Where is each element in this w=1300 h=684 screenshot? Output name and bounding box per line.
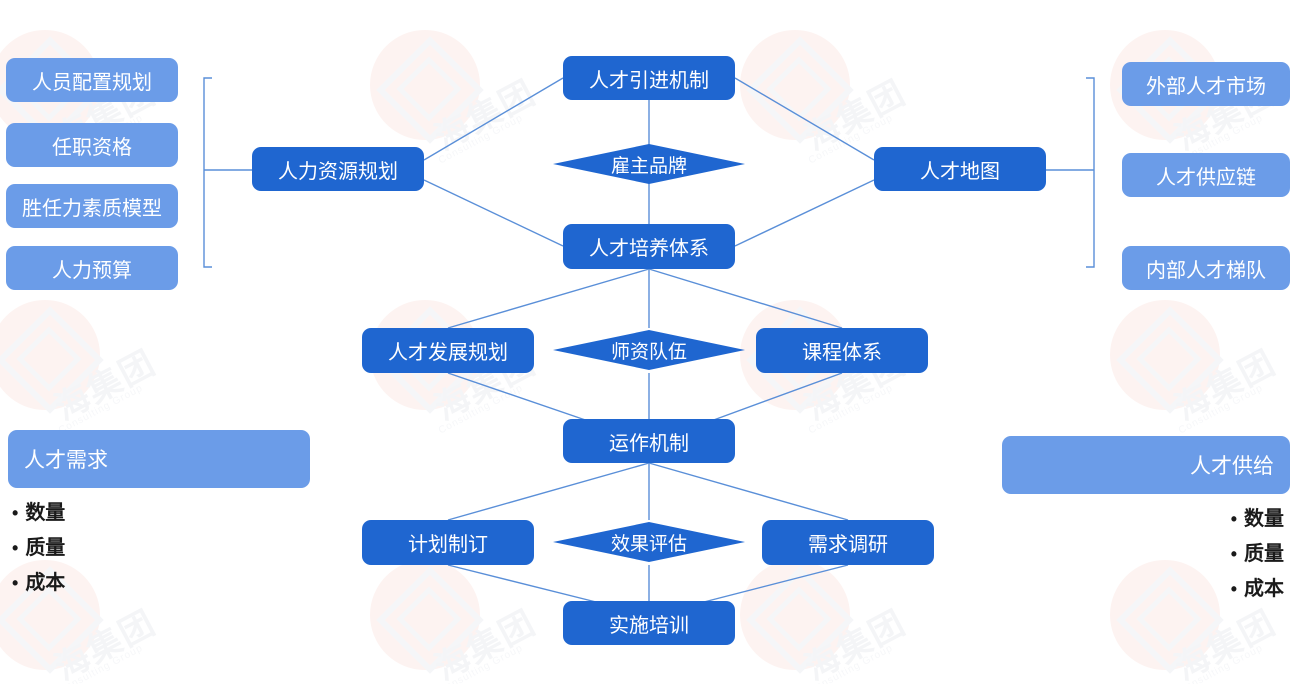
- edge-operation-plandraft: [447, 462, 650, 521]
- left-bracket-icon: [203, 77, 212, 268]
- left-item-0-label: 人员配置规划: [32, 71, 152, 94]
- talent-supply-title: 人才供给: [1002, 436, 1290, 494]
- node-implement-training-label: 实施培训: [609, 614, 689, 637]
- edge-operation-needsresearch: [648, 462, 849, 521]
- talent-demand-list: 数量 质量 成本: [8, 496, 310, 601]
- edge-needsresearch-implement: [699, 564, 849, 604]
- node-talent-cultivation[interactable]: 人才培养体系: [563, 224, 735, 269]
- node-needs-research-label: 需求调研: [808, 534, 888, 556]
- node-effect-evaluation[interactable]: 效果评估: [553, 522, 745, 562]
- node-curriculum-system[interactable]: 课程体系: [756, 328, 928, 373]
- talent-demand-title: 人才需求: [8, 430, 310, 488]
- left-item-1[interactable]: 任职资格: [6, 123, 178, 167]
- right-item-0-label: 外部人才市场: [1146, 75, 1266, 98]
- list-item: 成本: [8, 566, 310, 601]
- node-operating-mechanism-label: 运作机制: [609, 432, 689, 455]
- node-hr-planning[interactable]: 人力资源规划: [252, 147, 424, 191]
- talent-supply-panel: 人才供给 数量 质量 成本: [1002, 436, 1290, 607]
- right-bracket-icon: [1086, 77, 1095, 268]
- node-talent-map[interactable]: 人才地图: [874, 147, 1046, 191]
- node-faculty-team-label: 师资队伍: [610, 341, 687, 363]
- right-item-2[interactable]: 内部人才梯队: [1122, 246, 1290, 290]
- node-plan-drafting-label: 计划制订: [408, 534, 488, 556]
- right-item-2-label: 内部人才梯队: [1146, 259, 1266, 282]
- list-item: 数量: [1002, 502, 1290, 537]
- edge-plandraft-implement: [447, 564, 601, 604]
- left-item-0[interactable]: 人员配置规划: [6, 58, 178, 102]
- edge-cultivation-devplan: [447, 268, 650, 329]
- node-talent-introduction[interactable]: 人才引进机制: [563, 56, 735, 100]
- talent-supply-list: 数量 质量 成本: [1002, 502, 1290, 607]
- node-needs-research[interactable]: 需求调研: [762, 520, 934, 565]
- talent-demand-title-label: 人才需求: [24, 449, 108, 472]
- edge-hrplan-cultivation: [423, 179, 564, 247]
- right-item-0[interactable]: 外部人才市场: [1122, 62, 1290, 106]
- node-talent-map-label: 人才地图: [920, 160, 1000, 183]
- left-item-3[interactable]: 人力预算: [6, 246, 178, 290]
- edge-curriculum-operation: [699, 372, 843, 426]
- talent-demand-panel: 人才需求 数量 质量 成本: [8, 430, 310, 601]
- node-faculty-team[interactable]: 师资队伍: [553, 330, 745, 370]
- left-item-2[interactable]: 胜任力素质模型: [6, 184, 178, 228]
- list-item: 质量: [8, 531, 310, 566]
- node-employer-brand-label: 雇主品牌: [610, 155, 687, 177]
- edge-hrplan-intro: [423, 77, 564, 161]
- talent-supply-title-label: 人才供给: [1190, 455, 1274, 478]
- node-employer-brand[interactable]: 雇主品牌: [553, 144, 745, 184]
- left-item-2-label: 胜任力素质模型: [22, 197, 162, 220]
- left-item-1-label: 任职资格: [52, 136, 132, 159]
- node-plan-drafting[interactable]: 计划制订: [362, 520, 534, 565]
- node-curriculum-system-label: 课程体系: [802, 342, 882, 364]
- edge-talentmap-cultivation: [734, 179, 875, 247]
- list-item: 质量: [1002, 537, 1290, 572]
- node-talent-introduction-label: 人才引进机制: [589, 69, 709, 92]
- node-hr-planning-label: 人力资源规划: [278, 160, 398, 183]
- node-operating-mechanism[interactable]: 运作机制: [563, 419, 735, 463]
- list-item: 成本: [1002, 572, 1290, 607]
- right-item-1[interactable]: 人才供应链: [1122, 153, 1290, 197]
- edge-cultivation-curriculum: [648, 268, 843, 329]
- edge-devplan-operation: [447, 372, 601, 426]
- node-effect-evaluation-label: 效果评估: [610, 533, 687, 555]
- node-talent-cultivation-label: 人才培养体系: [589, 238, 709, 260]
- edge-talentmap-intro: [734, 77, 875, 161]
- node-talent-development-plan-label: 人才发展规划: [388, 342, 508, 364]
- node-talent-development-plan[interactable]: 人才发展规划: [362, 328, 534, 373]
- list-item: 数量: [8, 496, 310, 531]
- left-item-3-label: 人力预算: [52, 259, 132, 282]
- node-implement-training[interactable]: 实施培训: [563, 601, 735, 645]
- right-item-1-label: 人才供应链: [1156, 166, 1256, 189]
